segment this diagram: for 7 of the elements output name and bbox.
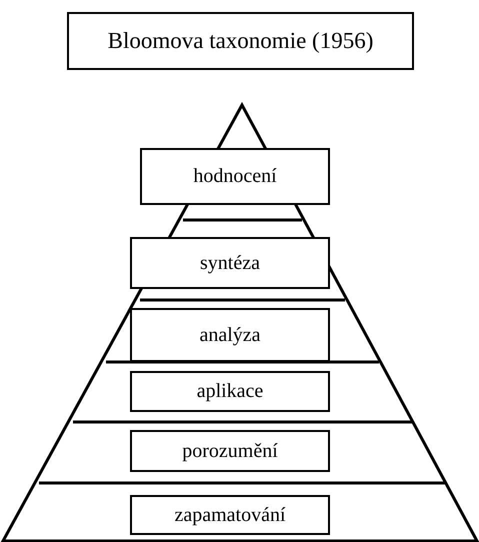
level-box: aplikace bbox=[130, 371, 330, 412]
level-box: syntéza bbox=[130, 237, 330, 289]
level-box: analýza bbox=[130, 308, 330, 362]
level-box: hodnocení bbox=[140, 148, 330, 205]
level-box: zapamatování bbox=[130, 495, 330, 535]
title-box: Bloomova taxonomie (1956) bbox=[67, 12, 414, 70]
level-box: porozumění bbox=[130, 430, 330, 472]
